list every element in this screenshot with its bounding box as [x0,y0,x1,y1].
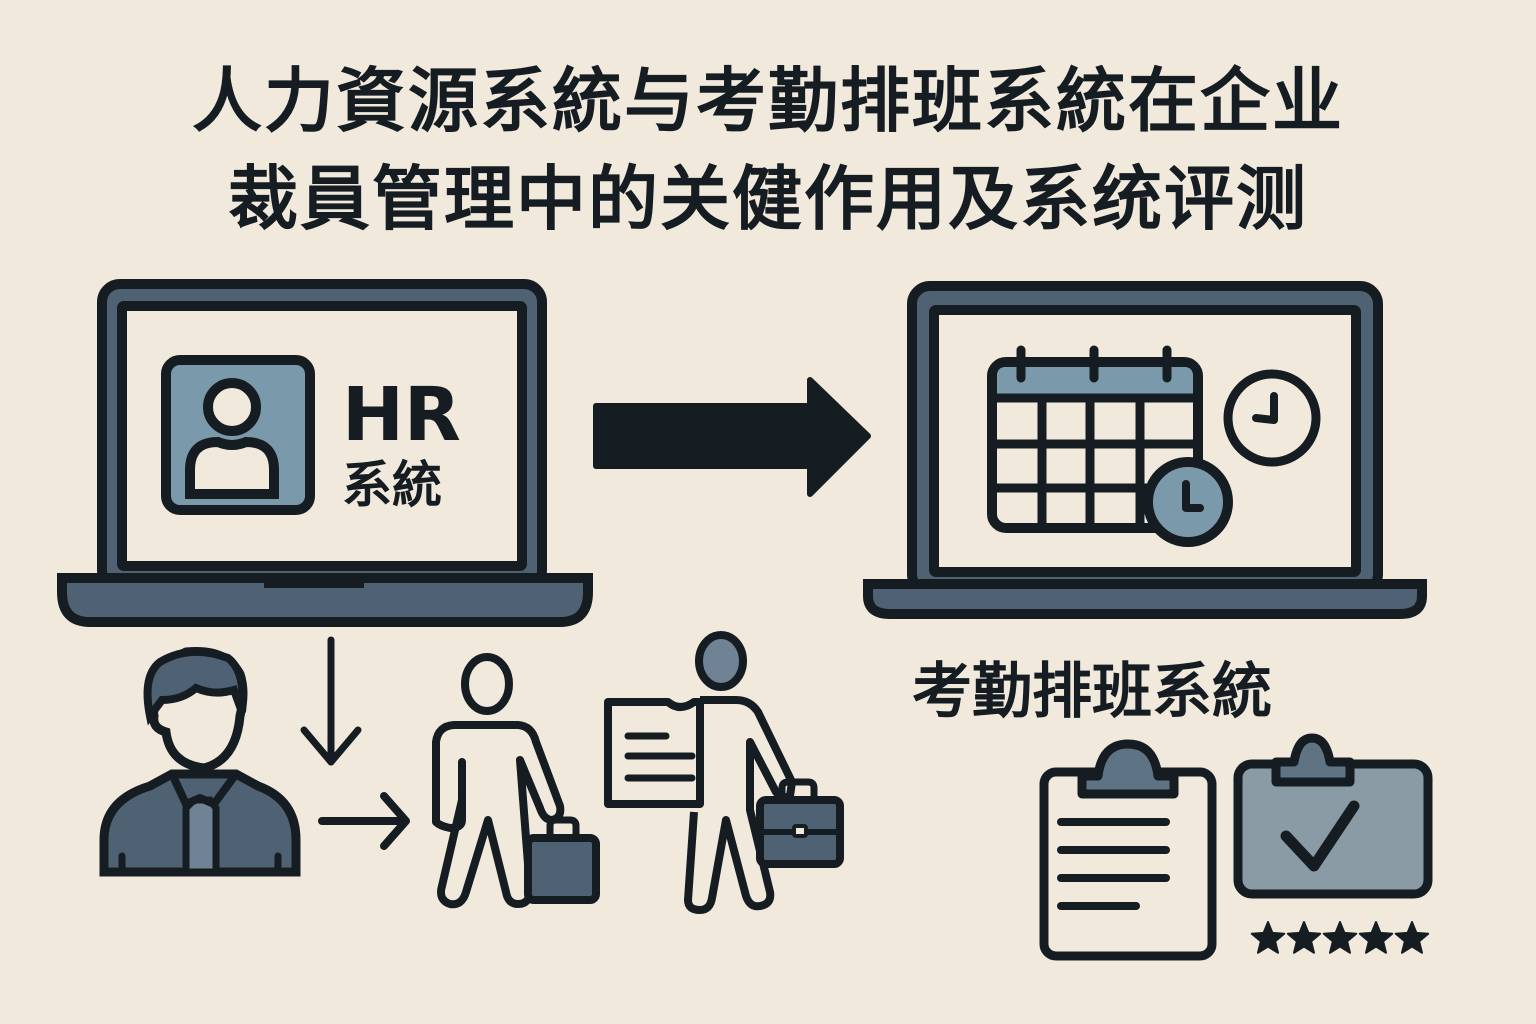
small-clock-icon [1143,457,1233,547]
person-with-document-and-briefcase-icon [604,631,844,914]
attendance-system-label: 考勤排班系統 [912,657,1272,727]
clock-icon [1223,369,1321,467]
arrow-down-icon [300,636,362,766]
employee-icon [99,646,301,877]
hr-label: HR [342,372,461,458]
clipboard-check-icon [1233,733,1433,899]
arrow-right-icon [593,377,871,497]
user-profile-icon [161,355,315,515]
star-icon [1322,921,1358,954]
star-icon [1286,921,1322,954]
title-line-1: 人力資源系統与考勤排班系統在企业 [192,60,1344,142]
star-icon [1250,921,1286,954]
star-icon [1394,921,1430,954]
star-icon [1358,921,1394,954]
title-line-2: 裁員管理中的关健作用及系统评测 [228,158,1308,240]
hr-system-label: 系統 [342,456,442,514]
person-with-briefcase-icon [432,653,600,909]
arrow-right-small-icon [318,792,410,850]
attendance-laptop-icon [863,281,1427,619]
clipboard-list-icon [1039,739,1217,961]
rating-stars [1250,921,1430,954]
hr-laptop-icon: HR 系統 [57,279,593,627]
calendar-icon [987,345,1203,533]
